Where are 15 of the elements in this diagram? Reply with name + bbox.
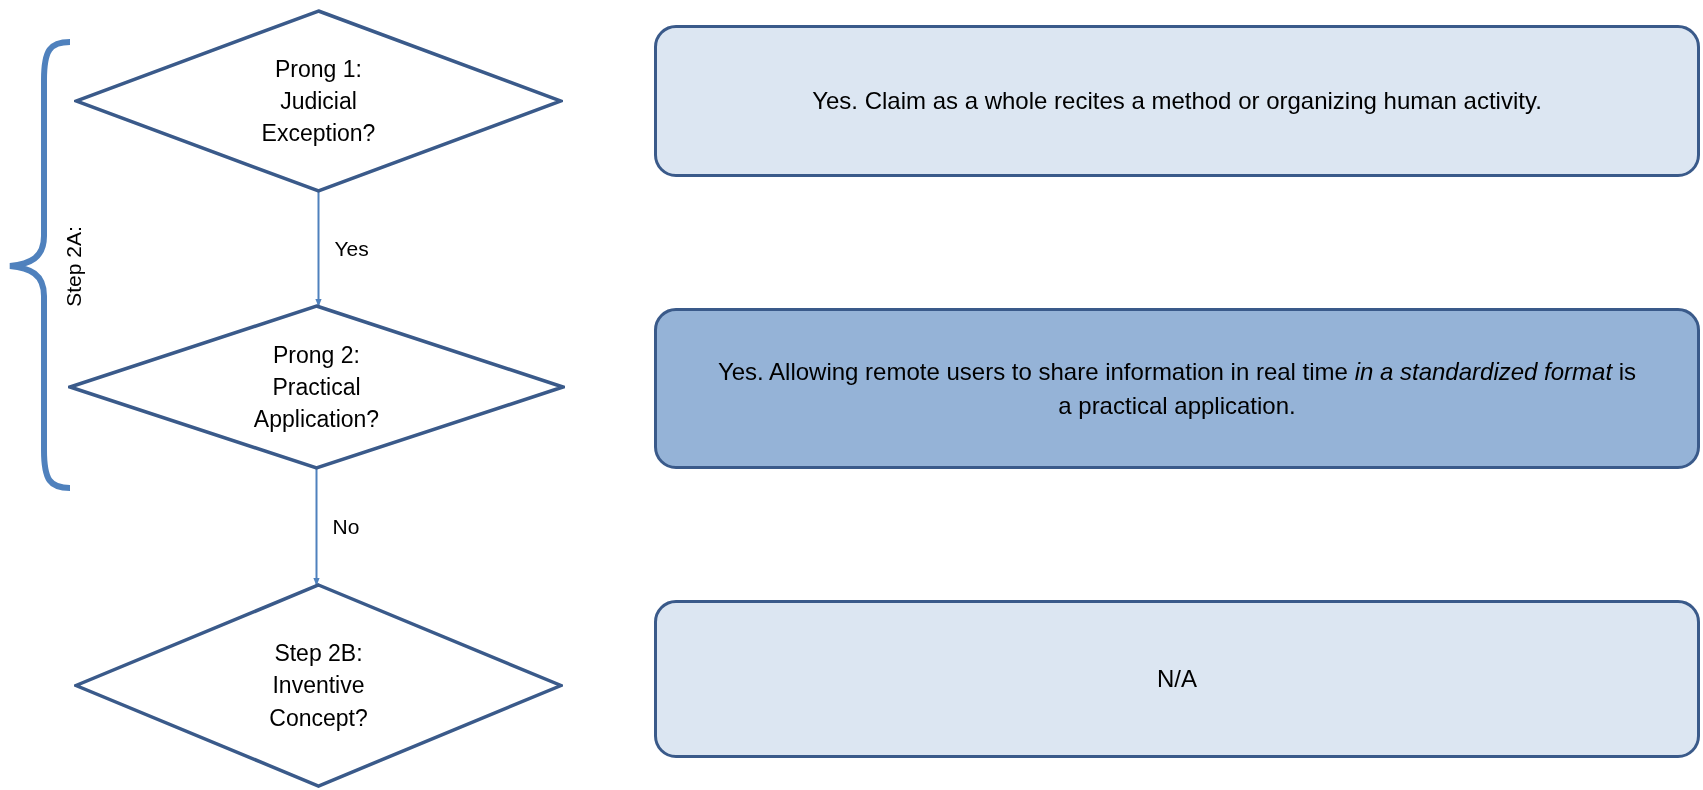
result-box	[654, 308, 1700, 469]
arrow	[313, 467, 320, 586]
decision-diamond	[74, 9, 563, 193]
decision-diamond	[74, 583, 563, 788]
result-box	[654, 25, 1700, 177]
result-box	[654, 600, 1700, 758]
arrow	[315, 190, 322, 307]
node-text: Prong 1: Judicial Exception?	[260, 54, 377, 149]
decision-diamond	[68, 304, 565, 470]
node-text: Yes. Allowing remote users to share information in real time in a standardized format is a practical application.	[716, 356, 1638, 421]
node-text: N/A	[1157, 664, 1197, 695]
node-text: Prong 2: Practical Application?	[252, 340, 381, 435]
node-text: Step 2B: Inventive Concept?	[268, 639, 369, 733]
node-text: Yes. Claim as a whole recites a method or organizing human activity.	[812, 86, 1542, 117]
bracket-label: Step 2A:	[62, 226, 84, 307]
